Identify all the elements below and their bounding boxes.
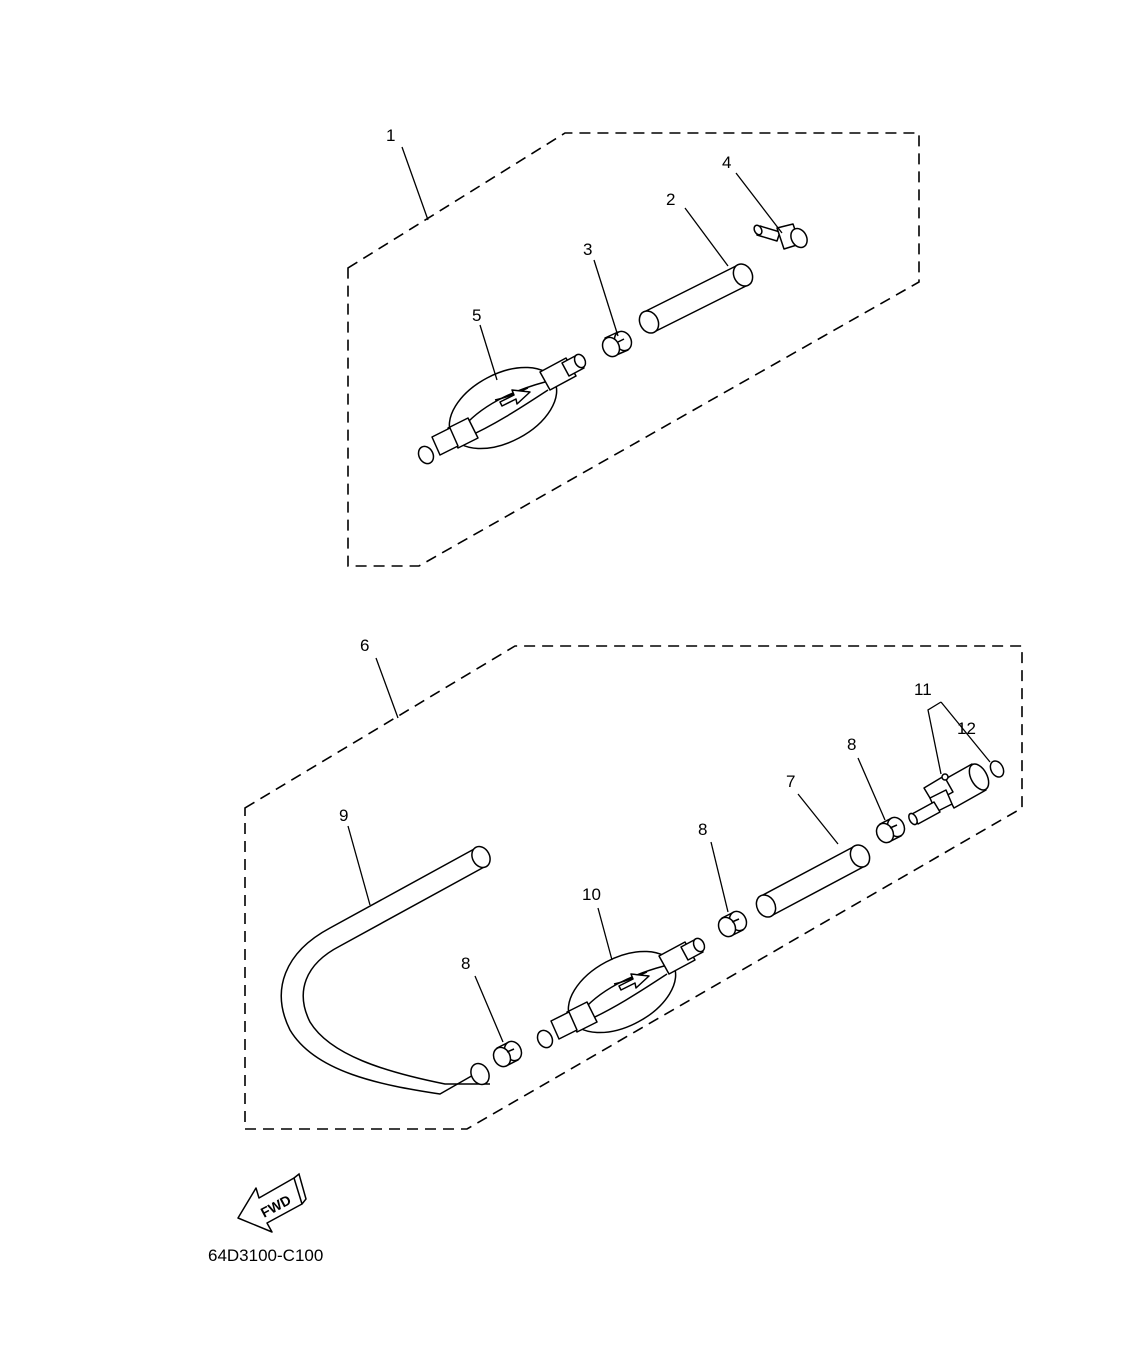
hose-part-7 (755, 844, 871, 918)
leader-7 (797, 793, 839, 845)
callout-1: 1 (386, 126, 395, 145)
callout-3: 3 (583, 240, 592, 259)
leader-10 (597, 907, 613, 961)
hose-part-2 (638, 263, 754, 334)
o-ring-part-12 (989, 760, 1005, 778)
assembly-group-6 (244, 645, 1023, 1130)
callout-labels: 1 2 3 4 5 6 7 8 8 8 9 10 11 12 (339, 126, 976, 973)
assembly-group-1 (347, 132, 920, 567)
leader-8-right (857, 757, 886, 821)
callout-12: 12 (957, 719, 976, 738)
clip-part-8-right (875, 816, 906, 844)
leader-4 (735, 172, 783, 234)
hose-part-9 (280, 845, 491, 1095)
leader-2 (684, 207, 729, 267)
forward-direction-arrow-icon: FWD (237, 1172, 307, 1233)
callout-11: 11 (914, 680, 932, 699)
clip-part-8-middle (717, 910, 748, 938)
leader-5 (479, 324, 498, 381)
clip-part-8-left (492, 1040, 523, 1068)
leader-1 (401, 146, 429, 221)
clip-part-3 (601, 330, 633, 358)
primer-bulb-part-5 (417, 353, 587, 465)
fitting-part-4 (753, 223, 808, 250)
diagram-code: 64D3100-C100 (208, 1246, 323, 1265)
callout-7: 7 (786, 772, 795, 791)
leader-8-middle (710, 841, 729, 913)
leader-11-to-12 (940, 701, 991, 763)
callout-6: 6 (360, 636, 369, 655)
callout-5: 5 (472, 306, 481, 325)
group-6-boundary (244, 645, 1023, 1130)
callout-2: 2 (666, 190, 675, 209)
connector-part-11 (908, 763, 990, 826)
callout-8-left: 8 (461, 954, 470, 973)
leader-8-left (474, 975, 504, 1043)
leader-11 (927, 701, 942, 775)
leader-9 (347, 825, 371, 906)
primer-bulb-part-10 (536, 937, 706, 1049)
callout-4: 4 (722, 153, 731, 172)
callout-8-right: 8 (847, 735, 856, 754)
leader-6 (375, 657, 399, 719)
callout-9: 9 (339, 806, 348, 825)
leader-3 (593, 259, 619, 337)
group-1-boundary (347, 132, 920, 567)
callout-8-middle: 8 (698, 820, 707, 839)
callout-10: 10 (582, 885, 601, 904)
